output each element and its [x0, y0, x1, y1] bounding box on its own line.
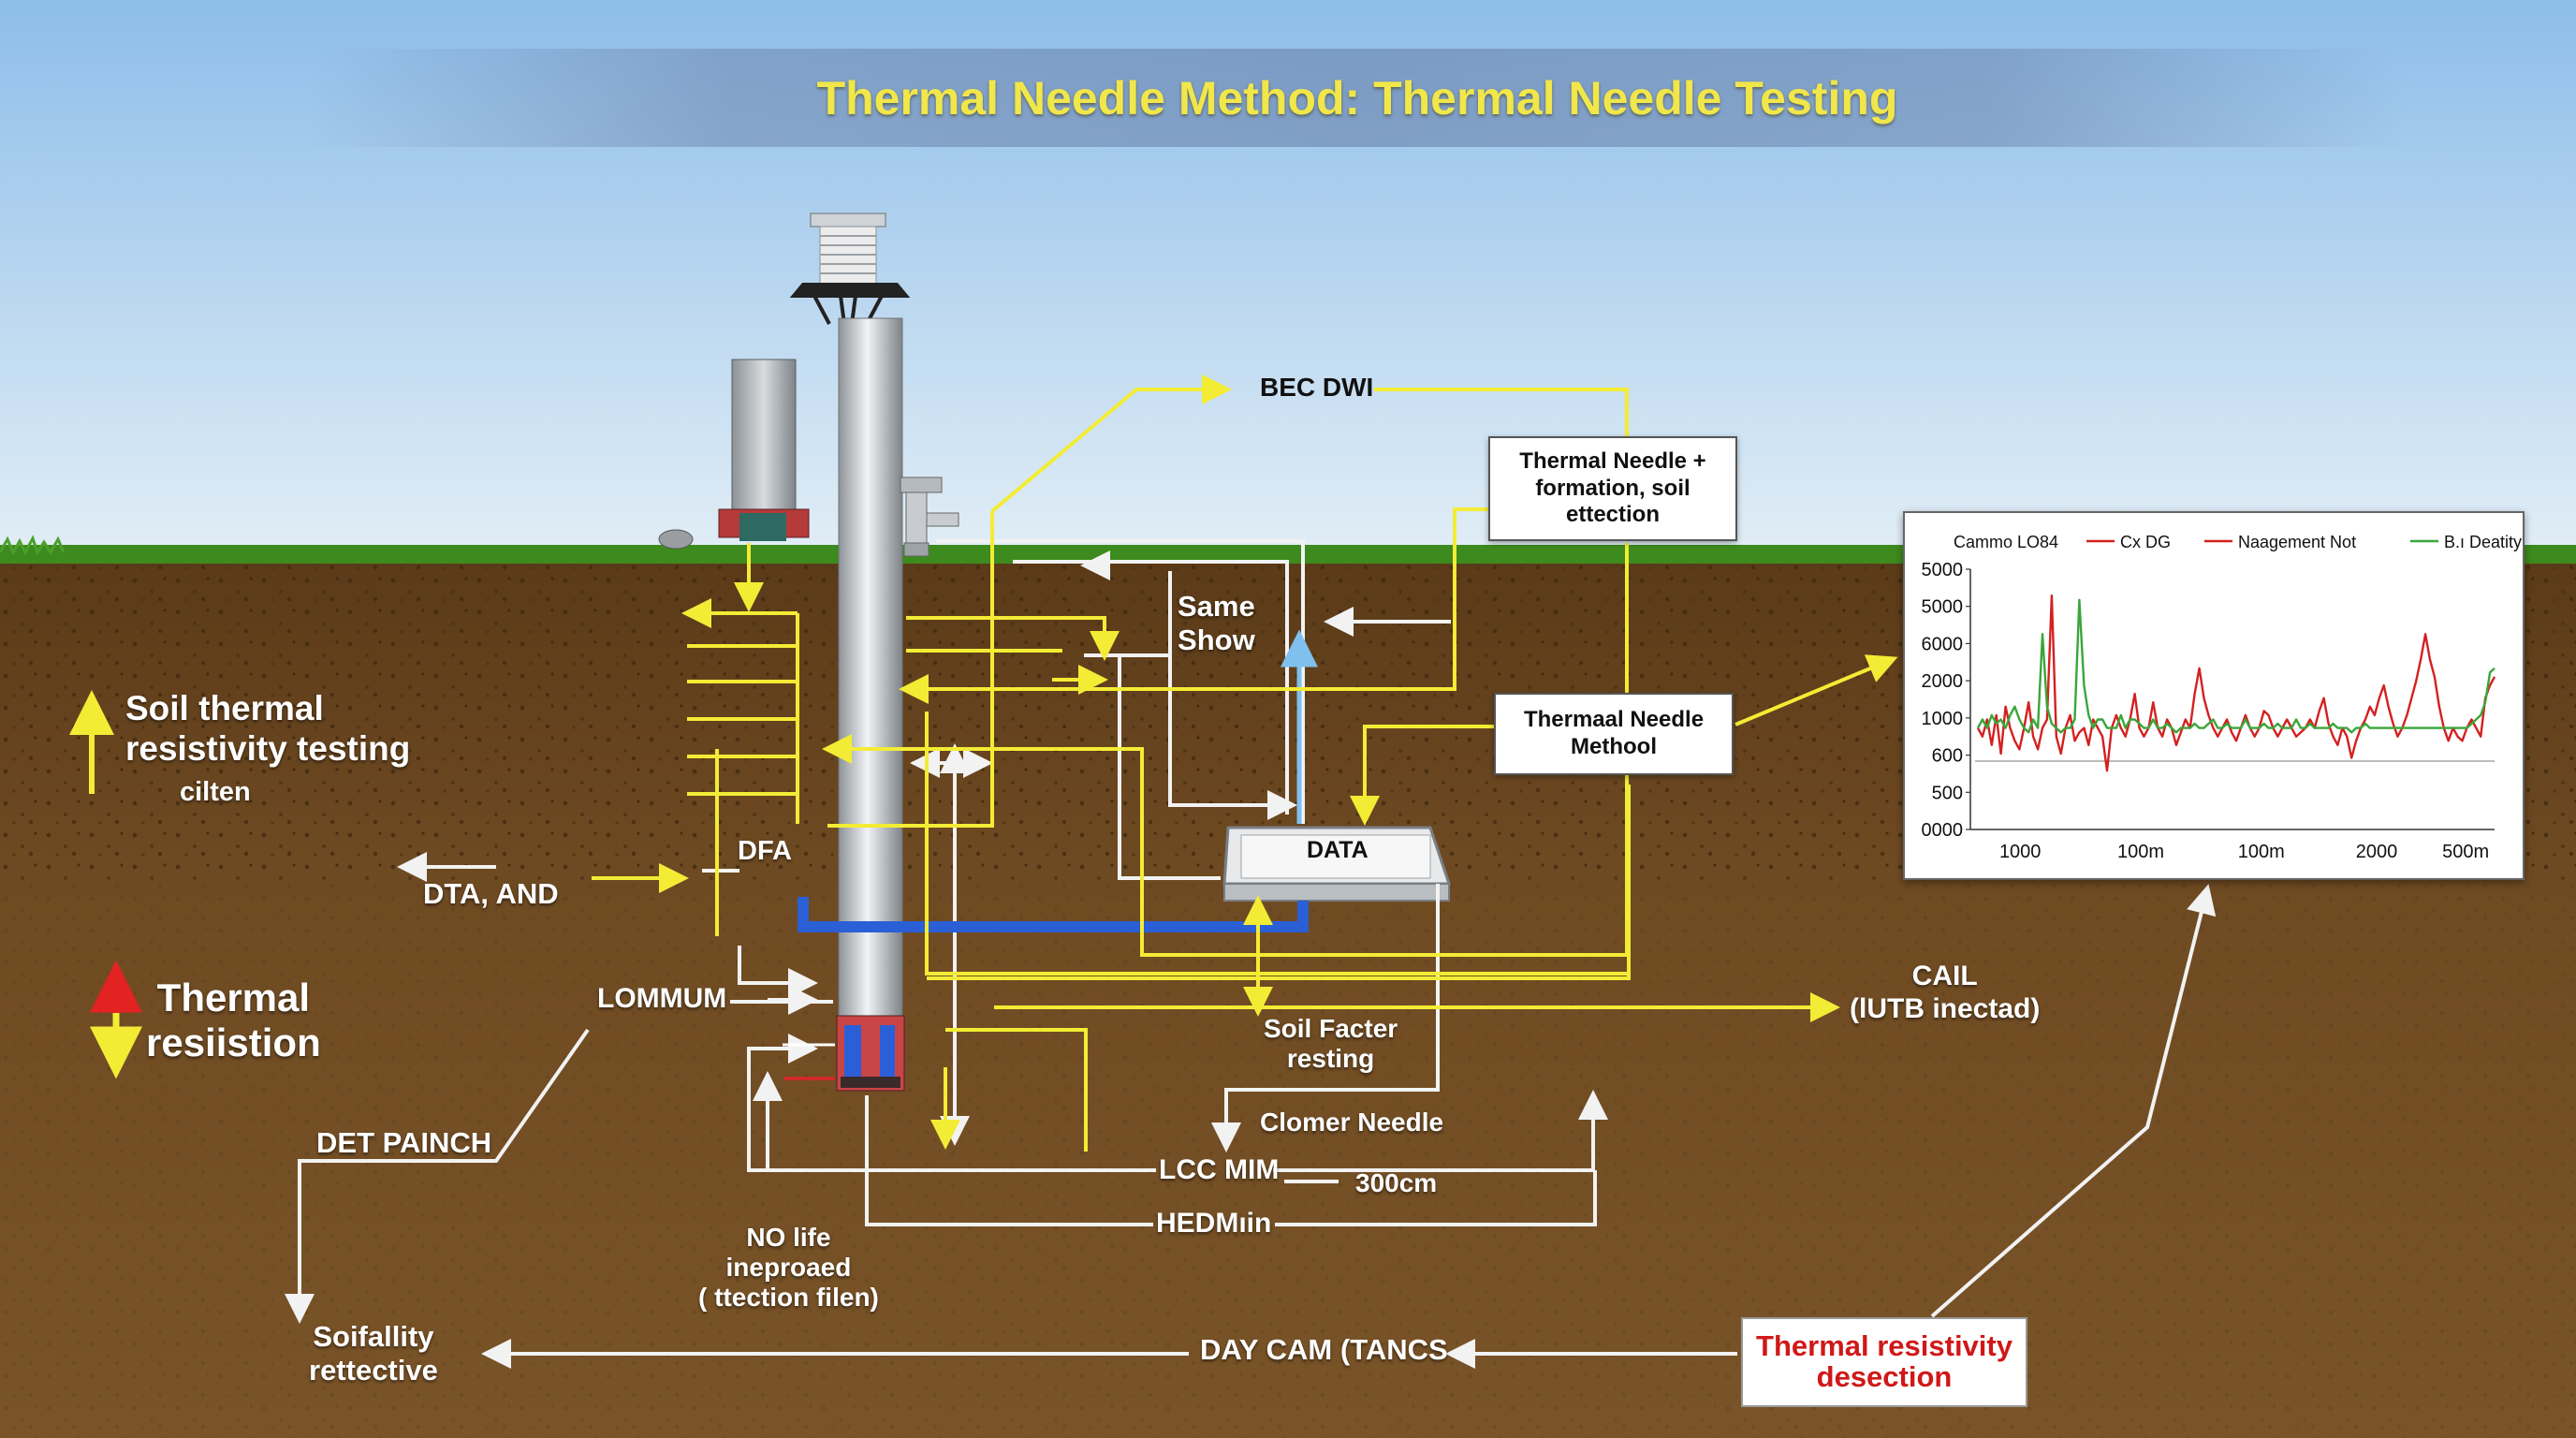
no-life-label: NO life ineproaed ( ttection filen) [698, 1223, 879, 1313]
equipment-cabinet [731, 359, 797, 510]
chart-x-tick-label: 100m [2117, 842, 2164, 862]
300cm-label: 300cm [1355, 1168, 1438, 1197]
lcc-mim-label: LCC MIM [1159, 1154, 1280, 1185]
thermal-resiistion-legend: Thermal resiistion [146, 976, 321, 1065]
dfa-label: DFA [738, 836, 792, 866]
chart-legend-entry: B.ı Deatity [2444, 533, 2522, 551]
cail-label: CAIL (lUTB inectad) [1850, 961, 2041, 1024]
same-show-label: Same Show [1178, 590, 1255, 656]
valve-body [900, 477, 943, 493]
chart-legend-entry: Naagement Not [2238, 533, 2356, 551]
pole-cap [810, 213, 886, 227]
needle-pole [838, 317, 903, 1021]
data-device-label: DATA [1307, 837, 1368, 863]
chart-y-tick-label: 1000 [1922, 709, 1964, 729]
blue-pipe [798, 897, 1309, 932]
white-connectors [285, 539, 2217, 1369]
line-chart: 5000 5000 6000 2000 1000 600 500 0000 1000 100m 10… [1922, 533, 2523, 862]
grass-tufts [0, 535, 66, 556]
chart-legend-entry: Cammo LO84 [1954, 533, 2058, 551]
dta-and-label: DTA, AND [423, 877, 559, 910]
chart-series-line [1976, 594, 2496, 772]
chart-y-tick-label: 5000 [1922, 560, 1964, 580]
yellow-connectors [592, 374, 1898, 1152]
thermal-resistivity-detection-box: Thermal resistivity desection [1741, 1317, 2027, 1407]
page-title: Thermal Needle Method: Thermal Needle Te… [309, 49, 2406, 147]
soifallity-label: Soifallity rettective [309, 1320, 438, 1387]
chart-x-tick-label: 100m [2238, 842, 2285, 862]
bec-dwi-label: BEC DWI [1260, 373, 1374, 402]
clomer-needle-label: Clomer Needle [1260, 1108, 1444, 1137]
chart-panel: 5000 5000 6000 2000 1000 600 500 0000 1000 100m 10… [1903, 511, 2525, 880]
soil-thermal-legend: Soil thermal resistivity testing [125, 689, 411, 768]
chart-y-tick-label: 0000 [1922, 820, 1964, 841]
soil-thermal-sub: cilten [180, 777, 251, 807]
chart-y-tick-label: 5000 [1922, 597, 1964, 618]
soil-factor-label: Soil Facter resting [1264, 1014, 1398, 1074]
chart-x-tick-label: 2000 [2356, 842, 2398, 862]
chart-y-tick-label: 500 [1932, 783, 1963, 803]
chart-x-tick-label: 500m [2442, 842, 2489, 862]
chart-legend-entry: Cx DG [2120, 533, 2171, 551]
hedmin-label: HEDMıin [1156, 1208, 1272, 1239]
day-cam-label: DAY CAM (TANCS [1200, 1333, 1448, 1366]
thermal-needle-formation-box: Thermal Needle + formation, soil ettecti… [1488, 436, 1737, 541]
chart-series-line [1976, 598, 2496, 734]
lommum-label: LOMMUM [597, 983, 727, 1014]
thermal-needle-method-box: Thermaal Needle Methool [1494, 693, 1734, 775]
chart-y-tick-label: 6000 [1922, 634, 1964, 654]
chart-y-tick-label: 600 [1932, 746, 1963, 767]
chart-x-tick-label: 1000 [1999, 842, 2042, 862]
det-painch-label: DET PAINCH [316, 1126, 492, 1159]
chart-y-tick-label: 2000 [1922, 671, 1964, 692]
pole-bracket [789, 283, 911, 325]
